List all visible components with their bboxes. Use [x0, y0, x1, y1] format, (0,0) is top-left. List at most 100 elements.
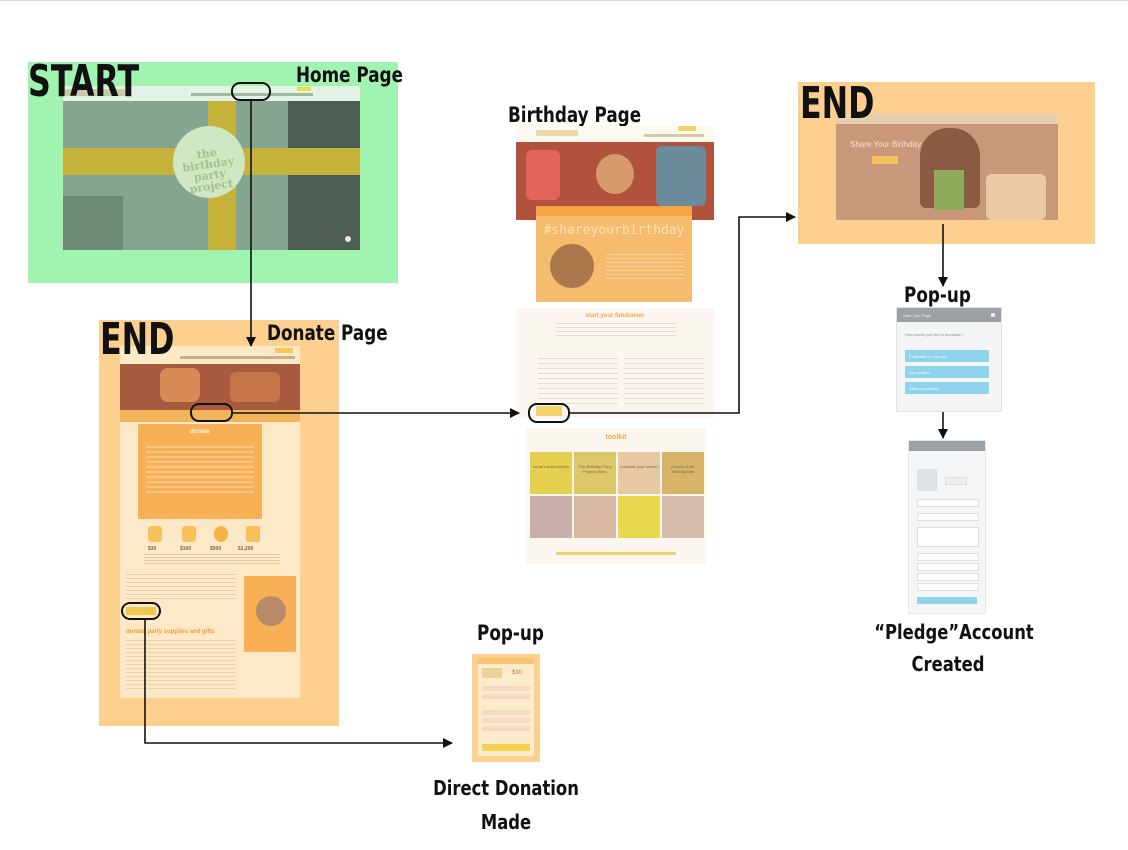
birthday-nav-button[interactable]	[678, 126, 696, 131]
direct-donation-label-line1: Direct Donation	[433, 776, 579, 800]
popup-bottom-window: $30	[472, 654, 540, 762]
share-page-screenshot: Share Your Birthday	[836, 114, 1058, 220]
pledge-form-field-5[interactable]	[917, 573, 979, 581]
birthday-option-1	[538, 358, 618, 408]
popup-right-header	[897, 308, 1001, 322]
pledge-form-textarea[interactable]	[917, 527, 979, 547]
toolkit-tile-3[interactable]	[618, 452, 660, 494]
home-nav-links	[191, 93, 313, 96]
home-hero-dark-left	[63, 196, 123, 250]
top-divider	[0, 0, 1128, 1]
donate-end-label: END	[100, 314, 175, 365]
popup-bottom-logo	[482, 668, 502, 678]
donate-side-photo	[256, 596, 286, 626]
home-logo-circle	[173, 126, 245, 198]
donate-nav-button[interactable]	[275, 348, 293, 353]
direct-donation-label-line2: Made	[480, 810, 532, 834]
popup-right-close-icon[interactable]	[991, 313, 995, 317]
share-end-label: END	[800, 78, 875, 129]
donate-now-button[interactable]	[126, 607, 156, 615]
donate-card-text	[146, 446, 254, 496]
tier-amount-1: $30	[148, 546, 157, 552]
pledge-form-field-4[interactable]	[917, 563, 979, 571]
popup-option-fundraise-own[interactable]	[905, 350, 989, 362]
toolkit-tile-1-label: social media tiddlers	[532, 464, 570, 469]
pledge-account-label-line1: “Pledge”Account	[874, 620, 1034, 644]
donate-tier-icons	[144, 526, 280, 544]
tier-amount-3: $500	[210, 546, 222, 552]
birthday-tab-bar	[536, 206, 692, 216]
birthday-hashtag: #shareyourbirthday	[543, 223, 685, 238]
tier-icon-4	[246, 526, 260, 542]
donate-heading: donate	[190, 429, 210, 435]
popup-right-question: How would you like to fundraise?	[905, 332, 964, 337]
toolkit-footer-text	[556, 552, 676, 555]
birthday-nav-logo	[536, 130, 578, 136]
toolkit-tile-8	[662, 496, 704, 538]
share-hero-cake	[986, 174, 1046, 220]
toolkit-tile-2[interactable]	[574, 452, 616, 494]
tier-amount-2: $100	[180, 546, 192, 552]
popup-bottom-title: Pop-up	[477, 621, 544, 645]
birthday-hero-spot-2	[596, 154, 634, 194]
popup-bottom-field-5[interactable]	[482, 726, 530, 731]
birthday-option-2	[624, 358, 704, 408]
home-hero-dark-right	[288, 101, 360, 250]
pledge-form-submit-button[interactable]	[917, 597, 977, 604]
popup-option-1-label: Fundraise on my own	[909, 354, 948, 359]
toolkit-tile-1[interactable]	[530, 452, 572, 494]
tier-icon-2	[182, 526, 196, 542]
popup-option-new-team[interactable]	[905, 382, 989, 394]
tier-icon-1	[148, 526, 162, 542]
pledge-form-field-6[interactable]	[917, 583, 979, 591]
pledge-form-field-3[interactable]	[917, 553, 979, 561]
popup-option-join-team[interactable]	[905, 366, 989, 378]
donate-supplies-heading: donate party supplies and gifts	[126, 629, 215, 635]
donate-birthday-tab-highlight	[190, 403, 233, 422]
donate-hero-highlight	[160, 368, 200, 402]
toolkit-tile-4[interactable]	[662, 452, 704, 494]
birthday-get-started-button[interactable]	[536, 406, 562, 416]
popup-option-2-label: Join a team	[909, 370, 930, 375]
birthday-nav-links	[644, 134, 704, 137]
popup-bottom-amount: $30	[512, 670, 523, 676]
birthday-fundraiser-heading: start your fundraiser	[585, 313, 645, 319]
birthday-fundraiser-intro	[556, 323, 676, 339]
home-play-icon[interactable]	[345, 236, 351, 242]
popup-bottom-field-4[interactable]	[482, 718, 530, 723]
pledge-form-field-1[interactable]	[917, 499, 979, 507]
popup-bottom-field-3[interactable]	[482, 710, 530, 715]
share-hero-apron	[934, 170, 964, 210]
popup-option-3-label: Start a new team	[909, 386, 940, 391]
arrow-birthday-to-share	[570, 212, 796, 414]
share-get-started-button[interactable]	[872, 156, 898, 164]
pledge-form-header	[909, 441, 985, 451]
donate-hero-highlight-2	[230, 372, 280, 402]
popup-bottom-field-2[interactable]	[482, 694, 530, 699]
toolkit-tile-2-label: The Birthday Party Project Video	[578, 464, 612, 474]
share-nav-bar	[836, 114, 1058, 124]
pledge-form-upload-button[interactable]	[945, 477, 967, 485]
birthday-page-screenshot: #shareyourbirthday start your fundraiser…	[516, 126, 714, 566]
pledge-form-field-2[interactable]	[917, 513, 979, 521]
toolkit-tile-3-label: printable your shoes!	[620, 464, 658, 469]
birthday-hero-spot-1	[526, 150, 560, 200]
toolkit-tile-5	[530, 496, 572, 538]
pledge-account-label-line2: Created	[911, 652, 985, 676]
donate-tier-captions	[144, 554, 280, 564]
toolkit-tile-7	[618, 496, 660, 538]
popup-right-header-text: Start Your Page	[903, 313, 932, 318]
home-page-title: Home Page	[296, 63, 403, 87]
popup-bottom-submit-button[interactable]	[482, 744, 530, 751]
birthday-share-photo	[550, 244, 594, 288]
birthday-page-title: Birthday Page	[508, 103, 642, 127]
birthday-hero-spot-3	[656, 146, 706, 206]
donate-list-text	[126, 574, 236, 600]
home-nav-donate-button[interactable]	[297, 87, 311, 91]
birthday-get-started-highlight	[528, 403, 570, 423]
popup-bottom-field-1[interactable]	[482, 686, 530, 691]
birthday-toolkit-heading: toolkit	[605, 434, 627, 441]
birthday-share-text	[606, 254, 684, 282]
tier-icon-3	[214, 526, 228, 542]
